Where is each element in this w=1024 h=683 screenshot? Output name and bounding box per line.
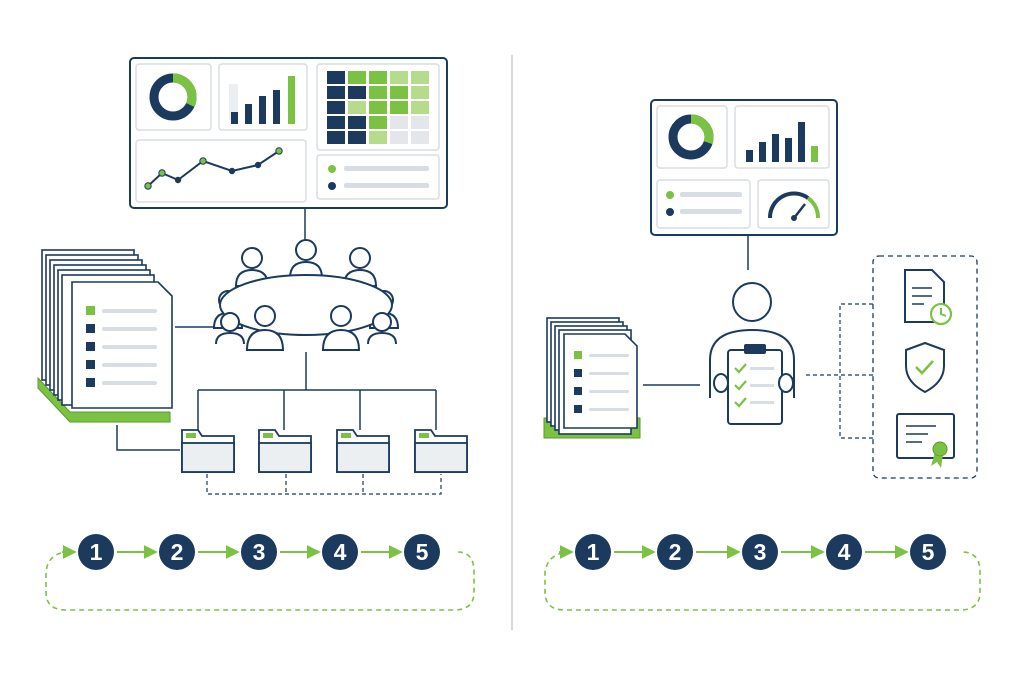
step-circle: 4 [826, 534, 862, 570]
step-circle: 3 [241, 534, 277, 570]
document-stack-icon [543, 317, 641, 439]
heatmap-cell [327, 116, 345, 129]
step-number: 2 [171, 539, 184, 565]
heatmap-cell [348, 116, 366, 129]
step-circle: 1 [575, 534, 611, 570]
step-number: 5 [922, 539, 935, 565]
heatmap-cell [327, 101, 345, 114]
heatmap-cell [327, 86, 345, 99]
heatmap-cell [348, 131, 366, 144]
heatmap-cell [348, 86, 366, 99]
step-circle: 2 [159, 534, 195, 570]
document-clock-icon [904, 269, 953, 326]
document-stack-icon [37, 249, 173, 423]
heatmap-icon [316, 63, 440, 151]
left-step-loop: 1 2 3 4 5 [45, 534, 475, 611]
heatmap-cell [411, 101, 429, 114]
step-number: 1 [587, 539, 600, 565]
certificate-icon [896, 413, 955, 468]
heatmap-cell [411, 86, 429, 99]
heatmap-cell [390, 131, 408, 144]
donut-chart-icon [656, 105, 728, 169]
step-circle: 2 [657, 534, 693, 570]
person-with-clipboard-icon [709, 282, 795, 425]
legend-list-icon [316, 154, 440, 200]
heatmap-cell [369, 71, 387, 84]
step-number: 2 [669, 539, 682, 565]
step-circle: 5 [404, 534, 440, 570]
legend-list-icon [656, 179, 751, 229]
heatmap-cell [327, 71, 345, 84]
left-dashboard [129, 57, 448, 209]
gauge-icon [757, 179, 830, 229]
heatmap-cell [369, 131, 387, 144]
folder-icon [414, 429, 468, 473]
folder-tree-connector [116, 352, 437, 451]
step-number: 1 [90, 539, 103, 565]
step-number: 3 [754, 539, 767, 565]
compliance-group [872, 255, 978, 479]
step-number: 4 [334, 539, 347, 565]
heatmap-cell [348, 101, 366, 114]
step-circle: 4 [322, 534, 358, 570]
right-dashboard [650, 99, 838, 236]
heatmap-cell [390, 101, 408, 114]
folder-group [181, 429, 468, 473]
heatmap-cell [390, 86, 408, 99]
line-chart-icon [135, 139, 307, 203]
heatmap-cell [390, 71, 408, 84]
right-step-loop: 1 2 3 4 5 [544, 534, 981, 611]
heatmap-cell [369, 86, 387, 99]
bar-chart-icon [734, 105, 830, 169]
meeting-table-icon [212, 239, 400, 351]
heatmap-cell [390, 116, 408, 129]
step-circle: 3 [742, 534, 778, 570]
heatmap-cell [411, 131, 429, 144]
folder-icon [258, 429, 312, 473]
left-panel: 1 2 3 4 5 [37, 57, 475, 611]
heatmap-cell [348, 71, 366, 84]
heatmap-cell [369, 101, 387, 114]
step-number: 3 [253, 539, 266, 565]
right-panel: 1 2 3 4 5 [543, 99, 981, 611]
step-circle: 5 [910, 534, 946, 570]
folder-icon [336, 429, 390, 473]
shield-check-icon [905, 341, 945, 394]
heatmap-cell [411, 116, 429, 129]
step-number: 4 [838, 539, 851, 565]
step-number: 5 [416, 539, 429, 565]
heatmap-cell [327, 131, 345, 144]
folder-icon [181, 429, 235, 473]
donut-chart-icon [135, 63, 212, 131]
bar-chart-icon [218, 63, 308, 131]
heatmap-cell [369, 116, 387, 129]
step-circle: 1 [78, 534, 114, 570]
heatmap-cell [411, 71, 429, 84]
